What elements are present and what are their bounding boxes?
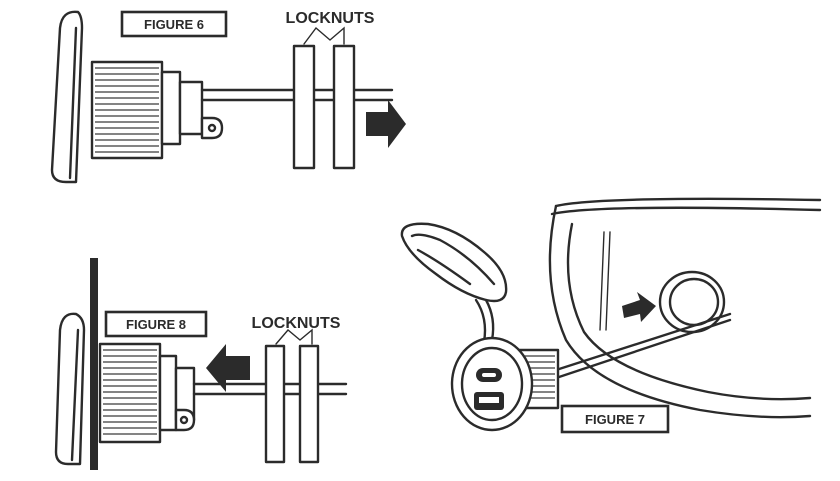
locknuts-callout-lines bbox=[275, 328, 313, 345]
spade-terminal bbox=[174, 408, 196, 432]
locknut-1 bbox=[264, 344, 286, 464]
figure-6-locknuts-label: LOCKNUTS bbox=[286, 10, 375, 27]
figure-8: FIGURE 8 LOCKNUTS bbox=[54, 258, 348, 470]
locknuts-callout-lines bbox=[303, 26, 345, 45]
dust-cap bbox=[400, 222, 508, 303]
socket-thread-body bbox=[98, 342, 162, 444]
figure-8-label: FIGURE 8 bbox=[126, 317, 186, 332]
spade-terminal bbox=[200, 116, 224, 140]
figure-7-label: FIGURE 7 bbox=[585, 412, 645, 427]
mounting-panel bbox=[90, 258, 98, 470]
figure-7: FIGURE 7 bbox=[400, 197, 822, 434]
figure-8-locknuts-label: LOCKNUTS bbox=[252, 315, 341, 332]
figure-6-label-box bbox=[120, 10, 228, 38]
wire bbox=[554, 312, 732, 372]
direction-arrow-right bbox=[366, 100, 406, 148]
socket-cap bbox=[54, 312, 86, 466]
locknut-2 bbox=[298, 344, 320, 464]
locknut-1 bbox=[292, 44, 316, 170]
figure-6-label: FIGURE 6 bbox=[144, 17, 204, 32]
socket-face bbox=[450, 336, 534, 432]
direction-arrow-to-hole bbox=[622, 292, 656, 322]
figure-8-label-box bbox=[104, 310, 208, 338]
locknut-2 bbox=[332, 44, 356, 170]
figure-6: FIGURE 6 LOCKNUTS bbox=[50, 10, 406, 184]
socket-threads bbox=[95, 67, 159, 153]
socket-cap bbox=[50, 10, 84, 184]
dashboard-panel bbox=[554, 197, 822, 208]
socket-threads bbox=[103, 349, 157, 435]
direction-arrow-left bbox=[206, 344, 250, 392]
figure-7-label-box bbox=[560, 404, 670, 434]
